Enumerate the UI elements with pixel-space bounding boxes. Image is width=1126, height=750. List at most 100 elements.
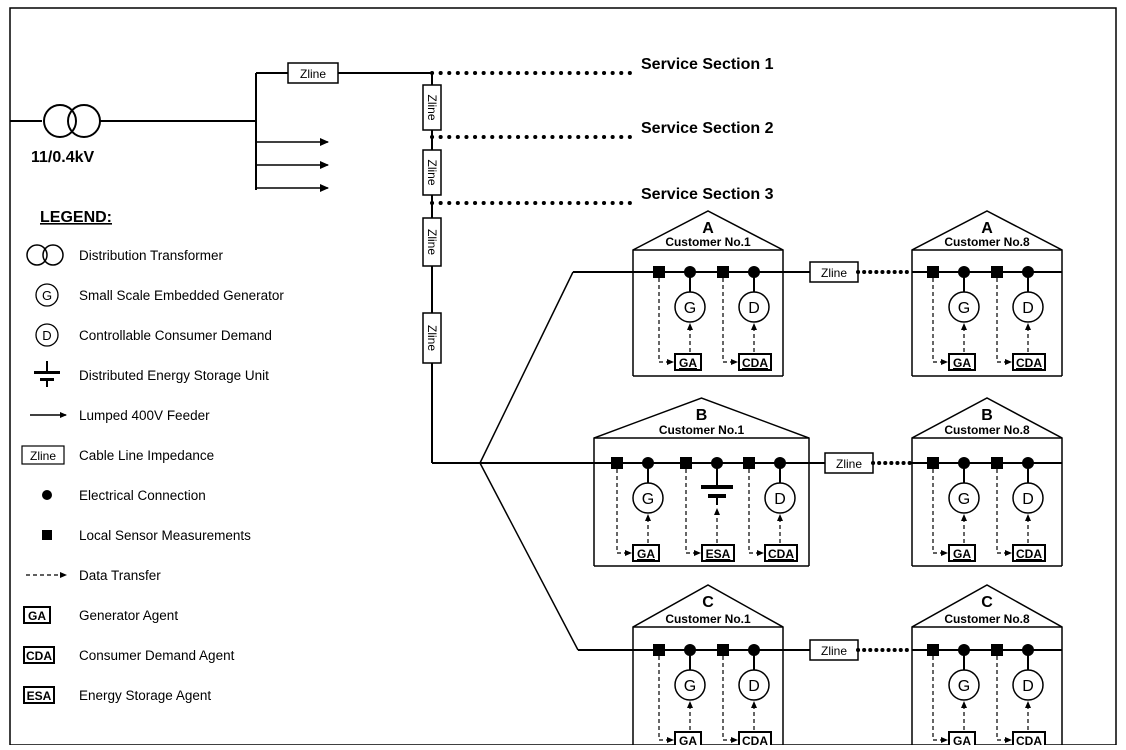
agent-box-cda (738, 353, 772, 371)
zline-link: Zline (809, 261, 914, 283)
transformer-section: 11/0.4kV Zline (10, 62, 480, 464)
svg-text:Zline: Zline (821, 266, 847, 280)
svg-text:GA: GA (953, 734, 971, 745)
svg-text:G: G (958, 300, 970, 317)
cda-icon: CDA (23, 646, 55, 664)
data-transfer-arrow (996, 656, 1012, 743)
svg-text:G: G (958, 491, 970, 508)
sensor-square-icon (991, 644, 1003, 656)
house-letter: C (981, 594, 993, 611)
transformer-icon (26, 244, 64, 266)
svg-text:CDA: CDA (1016, 356, 1042, 370)
zline-box-vertical-1: Zline (422, 84, 442, 131)
demand-icon: D (35, 323, 59, 347)
zline-label: Zline (425, 229, 439, 255)
svg-text:D: D (748, 678, 760, 695)
customer-label: Customer No.1 (659, 423, 745, 437)
zline-box-vertical-4: Zline (422, 312, 442, 364)
svg-text:GA: GA (953, 547, 971, 561)
svg-text:Zline: Zline (30, 449, 56, 463)
zline-label: Zline (425, 325, 439, 351)
data-transfer-arrow (616, 469, 632, 556)
svg-text:CDA: CDA (1016, 547, 1042, 561)
svg-text:D: D (1022, 491, 1034, 508)
legend-title: LEGEND: (40, 209, 112, 226)
svg-text:D: D (748, 300, 760, 317)
zline-box-vertical-3: Zline (422, 217, 442, 267)
svg-text:ESA: ESA (27, 689, 52, 703)
data-transfer-arrow (722, 278, 738, 365)
house-letter: A (981, 220, 993, 237)
demand-icon (1012, 291, 1044, 323)
sensor-square-icon (927, 644, 939, 656)
transformer-icon (43, 104, 77, 138)
storage-icon (34, 361, 60, 387)
generator-icon (674, 669, 706, 701)
demand-icon (1012, 482, 1044, 514)
demand-icon (738, 291, 770, 323)
svg-text:CDA: CDA (742, 734, 768, 745)
svg-text:G: G (42, 288, 52, 303)
house-outline (911, 210, 1063, 376)
house-outline (632, 210, 784, 376)
house-letter: A (702, 220, 714, 237)
sensor-square-icon (743, 457, 755, 469)
generator-icon (948, 482, 980, 514)
svg-text:G: G (642, 491, 654, 508)
esa-icon: ESA (23, 686, 55, 704)
customer-label: Customer No.8 (944, 612, 1030, 626)
svg-text:D: D (774, 491, 786, 508)
zline-box-vertical-2: Zline (422, 149, 442, 196)
customer-label: Customer No.1 (665, 612, 751, 626)
customer-label: Customer No.1 (665, 235, 751, 249)
zline-link: Zline (824, 452, 914, 474)
svg-text:GA: GA (953, 356, 971, 370)
data-transfer-arrow (996, 469, 1012, 556)
generator-icon (948, 669, 980, 701)
sensor-square-icon (927, 457, 939, 469)
agent-box-ga (948, 544, 976, 562)
dot-icon (42, 490, 52, 500)
service-section-label-3: Service Section 3 (641, 186, 774, 203)
generator-icon (674, 291, 706, 323)
demand-icon (738, 669, 770, 701)
legend-label: Consumer Demand Agent (79, 648, 235, 663)
data-transfer-arrow (996, 278, 1012, 365)
agent-box-ga (674, 353, 702, 371)
agent-box-cda (764, 544, 798, 562)
svg-text:CDA: CDA (742, 356, 768, 370)
legend-item-11: CDA Consumer Demand Agent (23, 646, 235, 664)
svg-text:GA: GA (637, 547, 655, 561)
house-letter: B (696, 407, 708, 424)
legend-item-4: Distributed Energy Storage Unit (34, 361, 269, 387)
zline-label: Zline (425, 94, 439, 120)
agent-box-ga (948, 353, 976, 371)
house-outline (632, 584, 784, 745)
data-transfer-arrow (658, 278, 674, 365)
data-transfer-arrow (658, 656, 674, 743)
data-transfer-arrow (932, 469, 948, 556)
svg-text:Zline: Zline (821, 644, 847, 658)
legend-item-5: Lumped 400V Feeder (30, 408, 210, 423)
house-letter: B (981, 407, 993, 424)
zline-link: Zline (809, 639, 914, 661)
svg-text:CDA: CDA (1016, 734, 1042, 745)
sensor-square-icon (717, 644, 729, 656)
customer-label: Customer No.8 (944, 235, 1030, 249)
sensor-square-icon (991, 266, 1003, 278)
transformer-label: 11/0.4kV (31, 149, 95, 166)
sensor-square-icon (680, 457, 692, 469)
data-transfer-arrow (932, 278, 948, 365)
svg-text:G: G (958, 678, 970, 695)
legend-item-1: Distribution Transformer (26, 244, 224, 266)
